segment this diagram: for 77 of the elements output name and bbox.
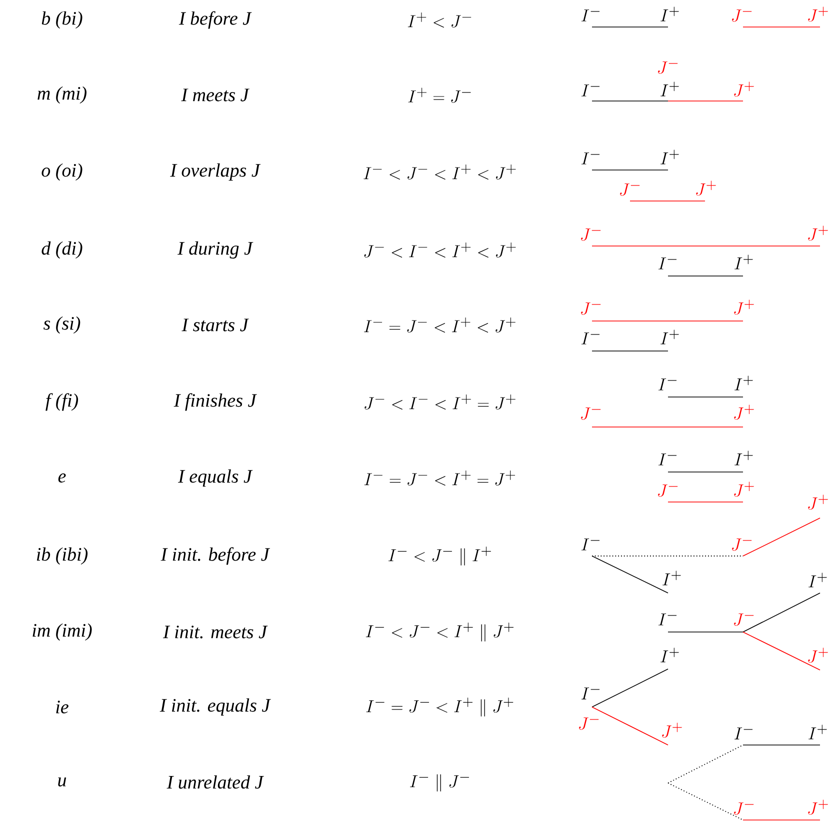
endpoint-label: $J^+$ [734, 82, 754, 97]
relation-name: I meets J [181, 88, 250, 102]
relation-name: I finishes J [174, 393, 257, 411]
endpoint-label: $J^-$ [734, 614, 754, 626]
endpoint-label: $J^-$ [658, 484, 678, 497]
endpoint-label: $I^-$ [658, 378, 677, 390]
endpoint-label: $J^-$ [658, 62, 678, 74]
relation-name: I init. meets J [162, 626, 268, 638]
endpoint-label: $J^-$ [732, 10, 752, 22]
relation-symbol: o (oi) [42, 163, 82, 181]
relation-formula: $I^- = J^- < I^+ = J^+$ [364, 470, 516, 486]
relation-formula: $J^- < I^- < I^+ = J^+$ [364, 394, 516, 410]
endpoint-label: $J^+$ [808, 648, 828, 663]
relation-formula: $I^- < J^- < I^+ < J^+$ [364, 164, 516, 180]
endpoint-label: $I^-$ [581, 688, 600, 700]
endpoint-label: $I^-$ [581, 10, 600, 22]
endpoint-label: $I^+$ [660, 648, 679, 662]
endpoint-label: $J^-$ [732, 538, 752, 551]
endpoint-label: $I^-$ [734, 728, 753, 740]
endpoint-label: $J^-$ [581, 302, 601, 315]
relation-name: I overlaps J [170, 163, 261, 181]
endpoint-label: $I^+$ [734, 376, 753, 390]
endpoint-label: $I^-$ [581, 538, 600, 550]
endpoint-label: $I^+$ [808, 724, 827, 740]
relation-symbol: s (si) [44, 316, 80, 334]
relation-symbol: ib (ibi) [36, 547, 88, 565]
relation-formula: $I^- = J^- < I^+ < J^+$ [364, 318, 516, 333]
endpoint-label: $J^+$ [734, 300, 754, 315]
relation-formula: $I^+ < J^-$ [408, 12, 472, 28]
endpoint-label: $J^+$ [808, 800, 828, 815]
endpoint-label: $I^-$ [581, 332, 600, 344]
endpoint-label: $J^+$ [734, 404, 754, 420]
relation-symbol: d (di) [42, 241, 82, 259]
endpoint-label: $I^-$ [658, 258, 677, 270]
endpoint-label: $I^+$ [808, 572, 827, 588]
endpoint-label: $J^-$ [581, 408, 601, 420]
endpoint-label: $I^+$ [660, 330, 679, 344]
relation-name: I before J [178, 11, 252, 29]
endpoint-label: $I^+$ [662, 570, 681, 586]
endpoint-label: $I^+$ [660, 6, 679, 22]
relation-name: I starts J [182, 318, 249, 332]
relation-name: I during J [177, 241, 254, 259]
relation-formula: $I^+ = J^-$ [408, 88, 471, 103]
relation-name: I equals J [178, 469, 253, 487]
relation-symbol: u [58, 778, 66, 786]
endpoint-label: $J^+$ [808, 6, 828, 22]
endpoint-label: $J^-$ [581, 228, 601, 241]
endpoint-label: $I^+$ [734, 450, 753, 466]
relation-formula: $I^- < J^- \parallel I^+$ [388, 546, 491, 566]
relation-name: I init. equals J [160, 698, 271, 716]
endpoint-label: $J^+$ [808, 494, 828, 510]
relation-formula: $J^- < I^- < I^+ < J^+$ [364, 242, 516, 258]
endpoint-label: $I^-$ [581, 152, 600, 164]
endpoint-label: $I^-$ [658, 454, 677, 466]
endpoint-label: $I^+$ [660, 82, 679, 96]
relation-name: I init. before J [160, 547, 270, 565]
relation-symbol: e [58, 473, 66, 483]
endpoint-label: $J^+$ [662, 722, 682, 738]
endpoint-label: $J^+$ [696, 180, 716, 196]
endpoint-label: $I^-$ [581, 84, 600, 96]
relation-symbol: im (imi) [32, 623, 92, 641]
endpoint-label: $J^-$ [620, 184, 640, 196]
relation-symbol: m (mi) [38, 86, 86, 104]
relation-symbol: f (fi) [46, 393, 78, 411]
relation-formula: $I^- < J^- < I^+ \parallel J^+$ [366, 622, 514, 642]
relation-formula: $I^- = J^- < I^+ \parallel J^+$ [366, 698, 514, 717]
relation-formula: $I^- \parallel J^-$ [410, 774, 469, 792]
endpoint-label: $I^+$ [660, 150, 679, 164]
relation-symbol: b (bi) [42, 11, 82, 29]
relation-symbol: ie [56, 700, 68, 714]
relation-name: I unrelated J [166, 775, 264, 789]
endpoint-label: $J^+$ [734, 482, 754, 497]
endpoint-label: $I^-$ [658, 614, 677, 626]
endpoint-label: $J^-$ [734, 802, 754, 815]
endpoint-label: $J^+$ [808, 226, 828, 241]
endpoint-label: $I^+$ [734, 254, 753, 270]
endpoint-label: $J^-$ [579, 718, 599, 730]
